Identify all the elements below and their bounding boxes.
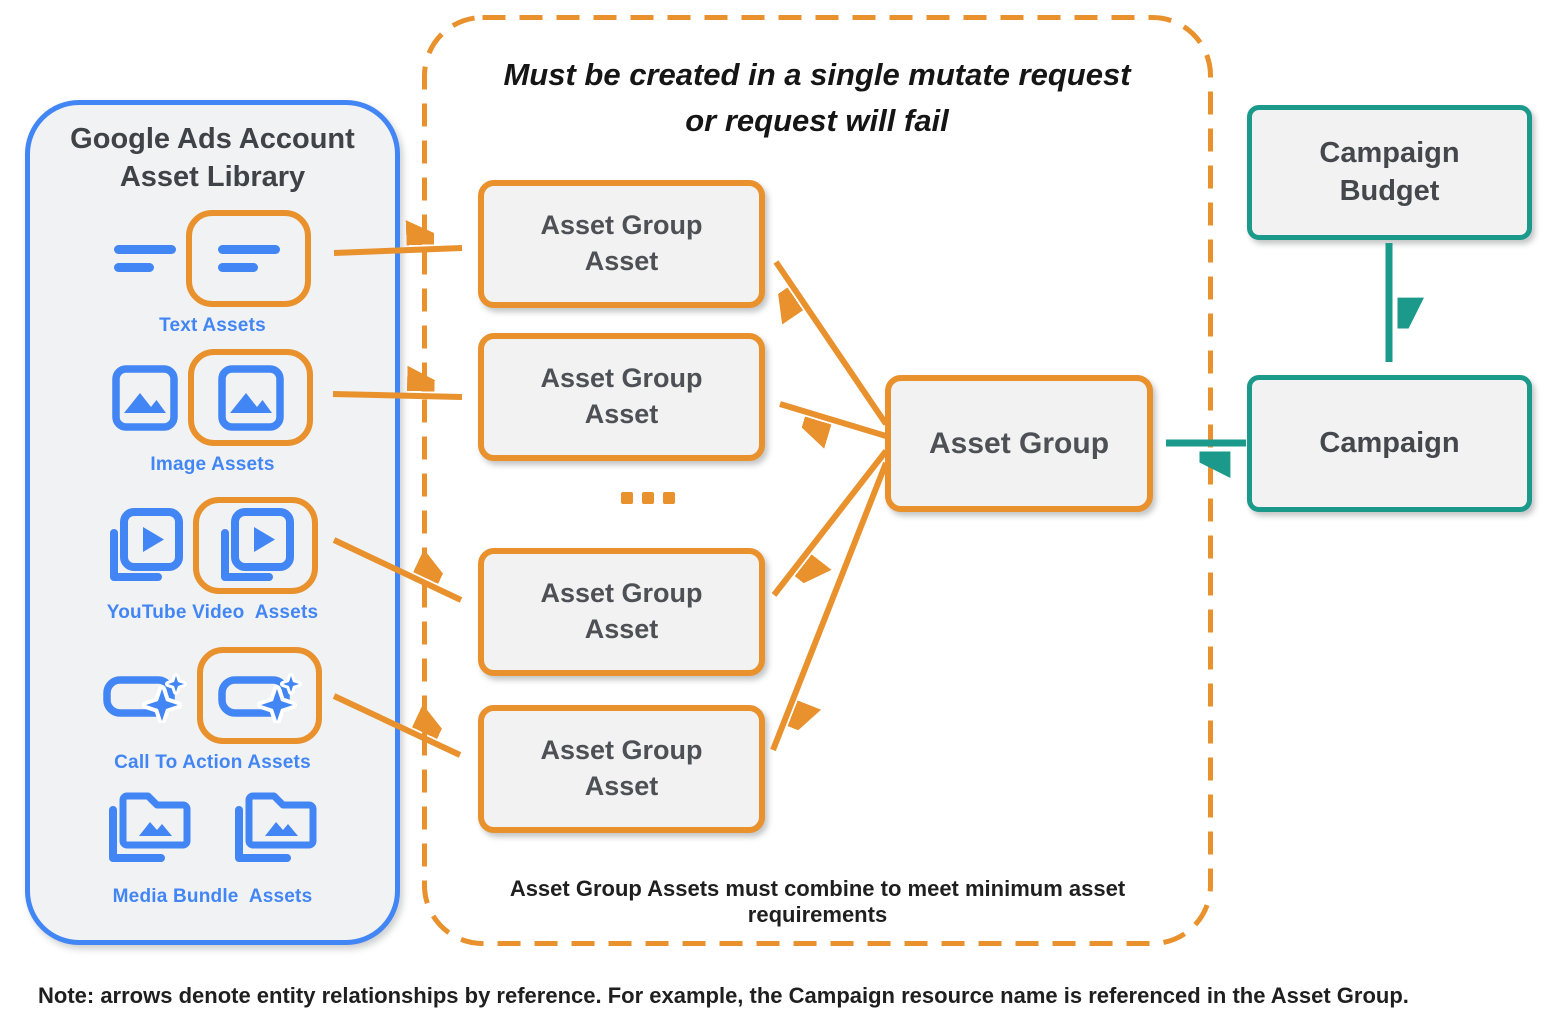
asset-group-asset-label: Asset Group Asset	[540, 578, 703, 644]
text-lines-icon	[114, 245, 176, 272]
mutate-request-title-line2: or request will fail	[685, 102, 949, 138]
asset-group-label: Asset Group	[928, 426, 1110, 460]
asset-group-asset-label: Asset Group Asset	[540, 735, 703, 801]
media-folder-icon	[108, 792, 190, 862]
asset-library-title: Google Ads Account Asset Library	[70, 123, 355, 193]
campaign-budget-box: Campaign Budget	[1247, 105, 1532, 240]
selected-asset-highlight	[193, 497, 318, 594]
text-lines-icon	[217, 245, 280, 272]
asset-group-asset-label: Asset Group Asset	[540, 363, 703, 429]
mutate-request-title-line1: Must be created in a single mutate reque…	[503, 57, 1131, 92]
campaign-box: Campaign	[1247, 375, 1532, 512]
cta-sparkle-icon	[103, 672, 187, 723]
ellipsis-more-assets	[613, 492, 683, 504]
image-assets-label: Image Assets	[150, 454, 275, 475]
library-group-image-assets: Image Assets	[30, 349, 395, 476]
campaign-budget-label: Campaign Budget	[1319, 136, 1460, 207]
library-group-text-assets: Text Assets	[30, 210, 395, 337]
ellipsis-dot	[663, 492, 675, 504]
minimum-asset-requirements-caption: Asset Group Assets must combine to meet …	[509, 876, 1126, 927]
asset-group-box: Asset Group	[885, 375, 1153, 512]
asset-group-asset-label: Asset Group Asset	[540, 210, 703, 276]
asset-library-panel: Google Ads Account Asset Library Text As…	[25, 100, 400, 945]
image-icon	[217, 364, 284, 431]
asset-group-asset-box-3: Asset Group Asset	[478, 548, 765, 676]
call-to-action-assets-label: Call To Action Assets	[114, 752, 311, 773]
cta-sparkle-icon	[217, 672, 302, 723]
media-folder-icon	[234, 792, 316, 862]
ellipsis-dot	[642, 492, 654, 504]
asset-group-asset-box-4: Asset Group Asset	[478, 705, 765, 833]
library-group-youtube-video-assets: YouTube Video Assets	[30, 497, 395, 624]
text-assets-label: Text Assets	[159, 315, 266, 336]
selected-asset-highlight	[197, 647, 322, 744]
asset-group-asset-box-1: Asset Group Asset	[478, 180, 765, 308]
asset-group-asset-box-2: Asset Group Asset	[478, 333, 765, 461]
image-icon	[112, 364, 178, 431]
selected-asset-highlight	[188, 349, 313, 446]
campaign-label: Campaign	[1319, 426, 1460, 459]
mutate-request-title: Must be created in a single mutate reque…	[432, 52, 1202, 144]
library-group-call-to-action-assets: Call To Action Assets	[30, 647, 395, 774]
ellipsis-dot	[621, 492, 633, 504]
youtube-video-assets-label: YouTube Video Assets	[106, 602, 319, 623]
video-stack-icon	[110, 507, 183, 581]
library-group-media-bundle-assets: Media Bundle Assets	[30, 786, 395, 908]
media-bundle-assets-label: Media Bundle Assets	[112, 886, 313, 907]
selected-asset-highlight	[186, 210, 311, 307]
video-stack-icon	[220, 507, 294, 581]
footer-note: Note: arrows denote entity relationships…	[38, 983, 1409, 1008]
